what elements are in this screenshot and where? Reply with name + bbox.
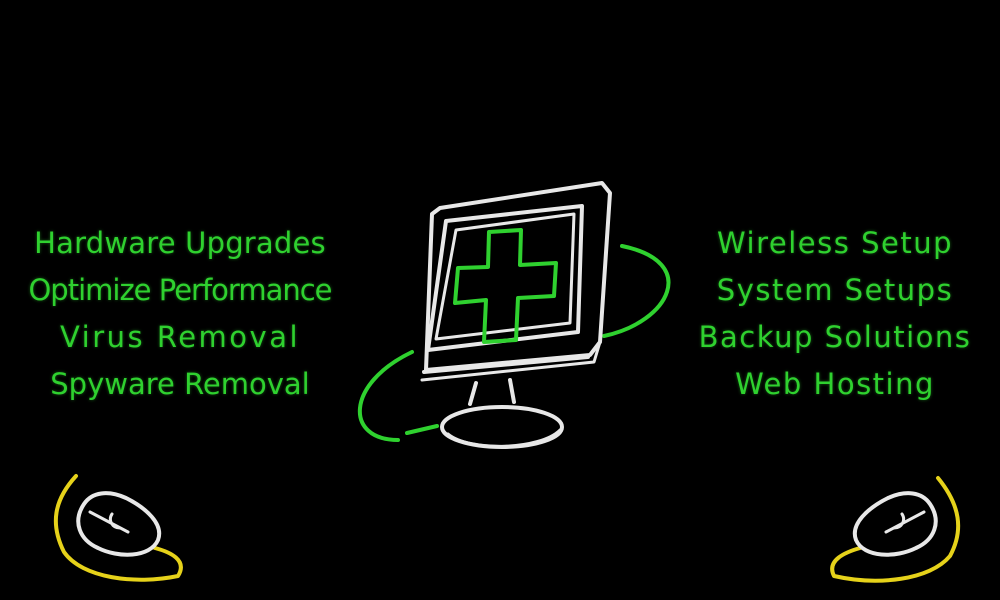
service-item-wireless-setup: Wireless Setup xyxy=(717,226,953,260)
computer-mouse-icon xyxy=(53,474,183,582)
monitor-medical-cross-icon xyxy=(358,181,671,449)
service-item-system-setups: System Setups xyxy=(716,273,954,307)
right-services-list: Wireless Setup System Setups Backup Solu… xyxy=(690,220,980,408)
service-item-spyware-removal: Spyware Removal xyxy=(50,367,310,401)
service-item-web-hosting: Web Hosting xyxy=(735,367,935,401)
computer-mouse-icon xyxy=(830,476,961,583)
left-services-list: Hardware Upgrades Optimize Performance V… xyxy=(25,220,335,408)
service-item-virus-removal: Virus Removal xyxy=(59,320,301,354)
service-item-backup-solutions: Backup Solutions xyxy=(698,320,972,354)
service-item-optimize-performance: Optimize Performance xyxy=(28,273,332,307)
service-item-hardware-upgrades: Hardware Upgrades xyxy=(34,226,326,260)
